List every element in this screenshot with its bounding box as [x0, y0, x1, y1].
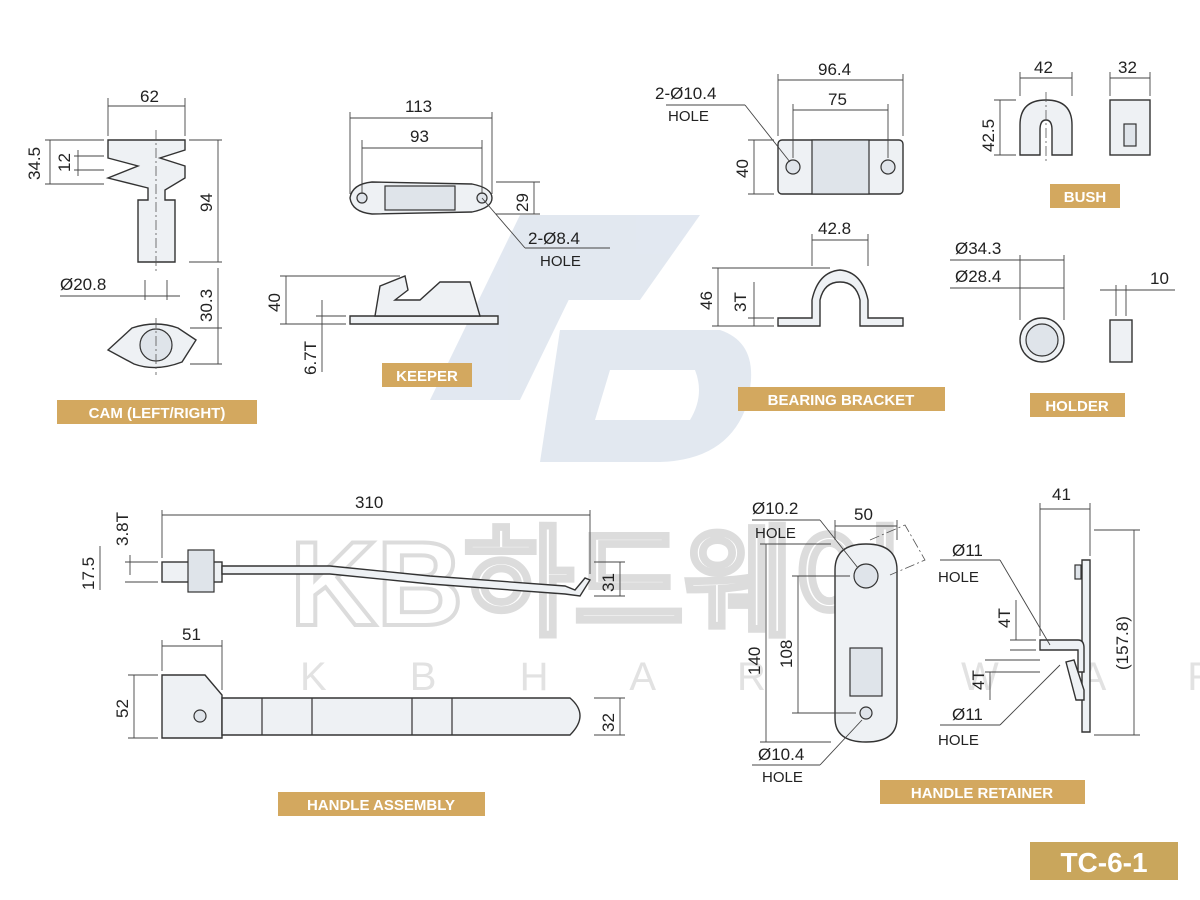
retainer-height-label: 140: [745, 647, 764, 675]
handle-bar-width-label: 32: [599, 713, 618, 732]
cam-drawing: 62 34.5 12 94 Ø20.8 30.3 CAM (LEFT/RIGHT…: [25, 87, 257, 424]
keeper-label-tag: [382, 363, 472, 387]
retainer-hole-b-label: Ø11: [952, 705, 983, 724]
handle-assembly-label-tag: [278, 792, 485, 816]
cam-height2-label: 12: [55, 153, 74, 172]
keeper-length-label: 113: [405, 97, 432, 116]
retainer-hole-top-label: Ø10.2: [752, 499, 798, 518]
cam-width-label: 62: [140, 87, 159, 106]
watermark-subtext: K B H A R D W A R E: [300, 655, 1200, 699]
keeper-hole-label: 2-Ø8.4: [528, 229, 580, 248]
sheet-code-badge: [1030, 842, 1178, 880]
retainer-width-label: 50: [854, 505, 873, 524]
keeper-pitch-label: 93: [410, 127, 429, 146]
handle-retainer-label: HANDLE RETAINER: [911, 785, 1053, 802]
bush-drawing: 42 32 42.5 BUSH: [979, 58, 1151, 208]
retainer-pitch-label: 108: [777, 640, 796, 668]
bracket-label-tag: [738, 387, 945, 411]
bracket-pitch-label: 75: [828, 90, 847, 109]
handle-retainer-drawing: Ø10.2 HOLE 50 140 108 Ø10.4 HOLE 41 Ø11 …: [745, 485, 1140, 804]
retainer-hole-a-label: Ø11: [952, 541, 983, 560]
handle-head-height-label: 52: [113, 699, 132, 718]
retainer-label-tag: [880, 780, 1085, 804]
bracket-height-label: 46: [697, 291, 716, 310]
retainer-hole-a-note: HOLE: [938, 569, 979, 586]
holder-label: HOLDER: [1045, 398, 1109, 415]
handle-head-width-label: 51: [182, 625, 201, 644]
keeper-hole-note: HOLE: [540, 253, 581, 270]
keeper-height-label: 40: [265, 293, 284, 312]
holder-outer-label: Ø34.3: [955, 239, 1001, 258]
cam-label-tag: [57, 400, 257, 424]
retainer-t1-label: 4T: [995, 608, 1014, 628]
handle-offset-label: 31: [599, 573, 618, 592]
sheet-code: TC-6-1: [1060, 847, 1147, 878]
bracket-length-label: 96.4: [818, 60, 851, 79]
keeper-width-label: 29: [513, 193, 532, 212]
bearing-bracket-drawing: 96.4 75 40 2-Ø10.4 HOLE 42.8 46 3T BEARI…: [655, 60, 945, 411]
cam-base-label: 30.3: [197, 289, 216, 322]
watermark-text: KB하드웨어: [290, 517, 905, 651]
bush-height-label: 42.5: [979, 119, 998, 152]
bush-depth-label: 32: [1118, 58, 1137, 77]
handle-length-label: 310: [355, 493, 383, 512]
bracket-thickness-label: 3T: [731, 292, 750, 312]
handle-thickness-label: 3.8T: [113, 512, 132, 546]
retainer-hole-b-note: HOLE: [938, 732, 979, 749]
keeper-label: KEEPER: [396, 368, 458, 385]
holder-drawing: Ø34.3 Ø28.4 10 HOLDER: [950, 239, 1175, 417]
handle-assembly-drawing: 310 3.8T 17.5 31 51 52 32 HANDLE ASSEMBL…: [79, 493, 625, 816]
kb-logo-watermark: [430, 215, 752, 462]
bracket-hole-note: HOLE: [668, 108, 709, 125]
bush-dia-label: 42: [1034, 58, 1053, 77]
cam-label: CAM (LEFT/RIGHT): [89, 405, 226, 422]
cam-height1-label: 34.5: [25, 147, 44, 180]
retainer-hole-bottom-note: HOLE: [762, 769, 803, 786]
retainer-depth-label: 41: [1052, 485, 1071, 504]
holder-inner-label: Ø28.4: [955, 267, 1001, 286]
handle-assembly-label: HANDLE ASSEMBLY: [307, 797, 455, 814]
holder-thick-label: 10: [1150, 269, 1169, 288]
holder-label-tag: [1030, 393, 1125, 417]
retainer-hole-top-note: HOLE: [755, 525, 796, 542]
retainer-hole-bottom-label: Ø10.4: [758, 745, 804, 764]
bush-label: BUSH: [1064, 189, 1107, 206]
cam-dia-label: Ø20.8: [60, 275, 106, 294]
bracket-inner-label: 42.8: [818, 219, 851, 238]
bracket-label: BEARING BRACKET: [768, 392, 915, 409]
bracket-width-label: 40: [733, 159, 752, 178]
cam-height3-label: 94: [197, 193, 216, 212]
keeper-drawing: 113 93 29 2-Ø8.4 HOLE 40 6.7T KEEPER: [265, 97, 610, 387]
bush-label-tag: [1050, 184, 1120, 208]
bracket-hole-label: 2-Ø10.4: [655, 84, 716, 103]
keeper-thickness-label: 6.7T: [301, 341, 320, 375]
handle-height-label: 17.5: [79, 557, 98, 590]
retainer-total-label: (157.8): [1113, 616, 1132, 670]
retainer-t2-label: 4T: [969, 670, 988, 690]
